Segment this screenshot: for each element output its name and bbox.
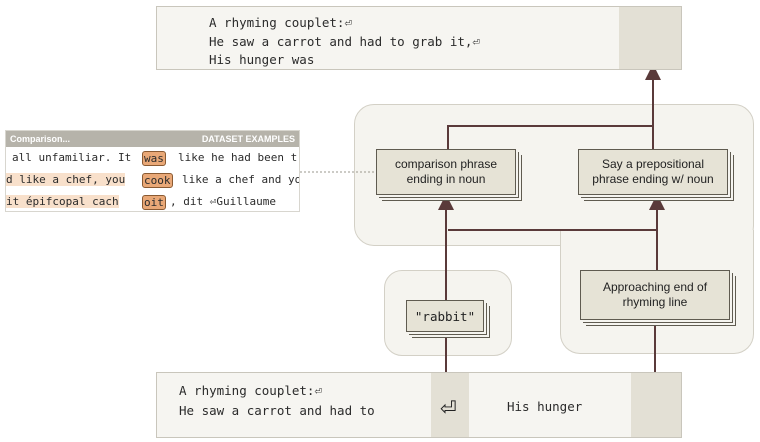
dataset-row: it épifcopal cach oit , dit ⏎Guillaume <box>6 191 299 211</box>
activation-highlight: oit <box>142 195 166 210</box>
feature-node-rabbit[interactable]: "rabbit" <box>406 300 484 332</box>
input-prompt-box: A rhyming couplet:⏎ He saw a carrot and … <box>156 372 682 438</box>
dataset-rows: all unfamiliar. It was like he had been … <box>6 147 299 211</box>
feature-node-prepositional[interactable]: Say a prepositional phrase ending w/ nou… <box>578 149 728 195</box>
output-line: His hunger was <box>209 52 315 67</box>
output-predicted-cell <box>619 7 681 69</box>
token-cell-return[interactable] <box>431 373 469 437</box>
feature-node-comparison[interactable]: comparison phrase ending in noun <box>376 149 516 195</box>
dataset-row: d like a chef, you cook like a chef and … <box>6 169 299 191</box>
feature-node-label: Approaching end of rhyming line <box>602 280 708 309</box>
token-his-hunger[interactable]: His hunger <box>507 399 583 414</box>
feature-node-label: "rabbit" <box>414 308 476 324</box>
feature-node-label: comparison phrase ending in noun <box>394 157 498 186</box>
row-text: like a chef and yo <box>182 173 300 186</box>
input-line: A rhyming couplet:⏎ <box>179 383 322 398</box>
row-text: , dit ⏎Guillaume <box>170 195 276 208</box>
feature-node-label: Say a prepositional phrase ending w/ nou… <box>592 157 714 186</box>
activation-highlight: was <box>142 151 166 166</box>
dataset-examples-panel: Comparison... DATASET EXAMPLES all unfam… <box>5 130 300 212</box>
feature-label: Comparison... <box>10 134 71 144</box>
input-line: He saw a carrot and had to <box>179 403 375 418</box>
output-line: He saw a carrot and had to grab it,⏎ <box>209 33 480 49</box>
activation-highlight-weak: it épifcopal cach <box>6 195 119 208</box>
dataset-row: all unfamiliar. It was like he had been … <box>6 147 299 169</box>
row-text: all unfamiliar. It <box>12 151 132 164</box>
dataset-title: DATASET EXAMPLES <box>201 134 295 144</box>
feature-node-approaching[interactable]: Approaching end of rhyming line <box>580 270 730 320</box>
token-cell-next <box>631 373 681 437</box>
dataset-header: Comparison... DATASET EXAMPLES <box>6 131 299 147</box>
output-line: A rhyming couplet:⏎ <box>209 15 352 30</box>
output-prompt-box: A rhyming couplet:⏎ He saw a carrot and … <box>156 6 682 70</box>
return-icon: ⏎ <box>440 398 457 420</box>
output-prompt-text: A rhyming couplet:⏎ He saw a carrot and … <box>209 14 480 70</box>
edge-approaching-to-comparison <box>448 229 658 270</box>
input-prompt-text: A rhyming couplet:⏎ He saw a carrot and … <box>179 381 375 421</box>
row-text: like he had been t <box>178 151 298 164</box>
activation-highlight-weak: d like a chef, you <box>6 173 126 186</box>
edge-comparison-to-output <box>447 125 653 149</box>
activation-highlight: cook <box>142 173 173 188</box>
